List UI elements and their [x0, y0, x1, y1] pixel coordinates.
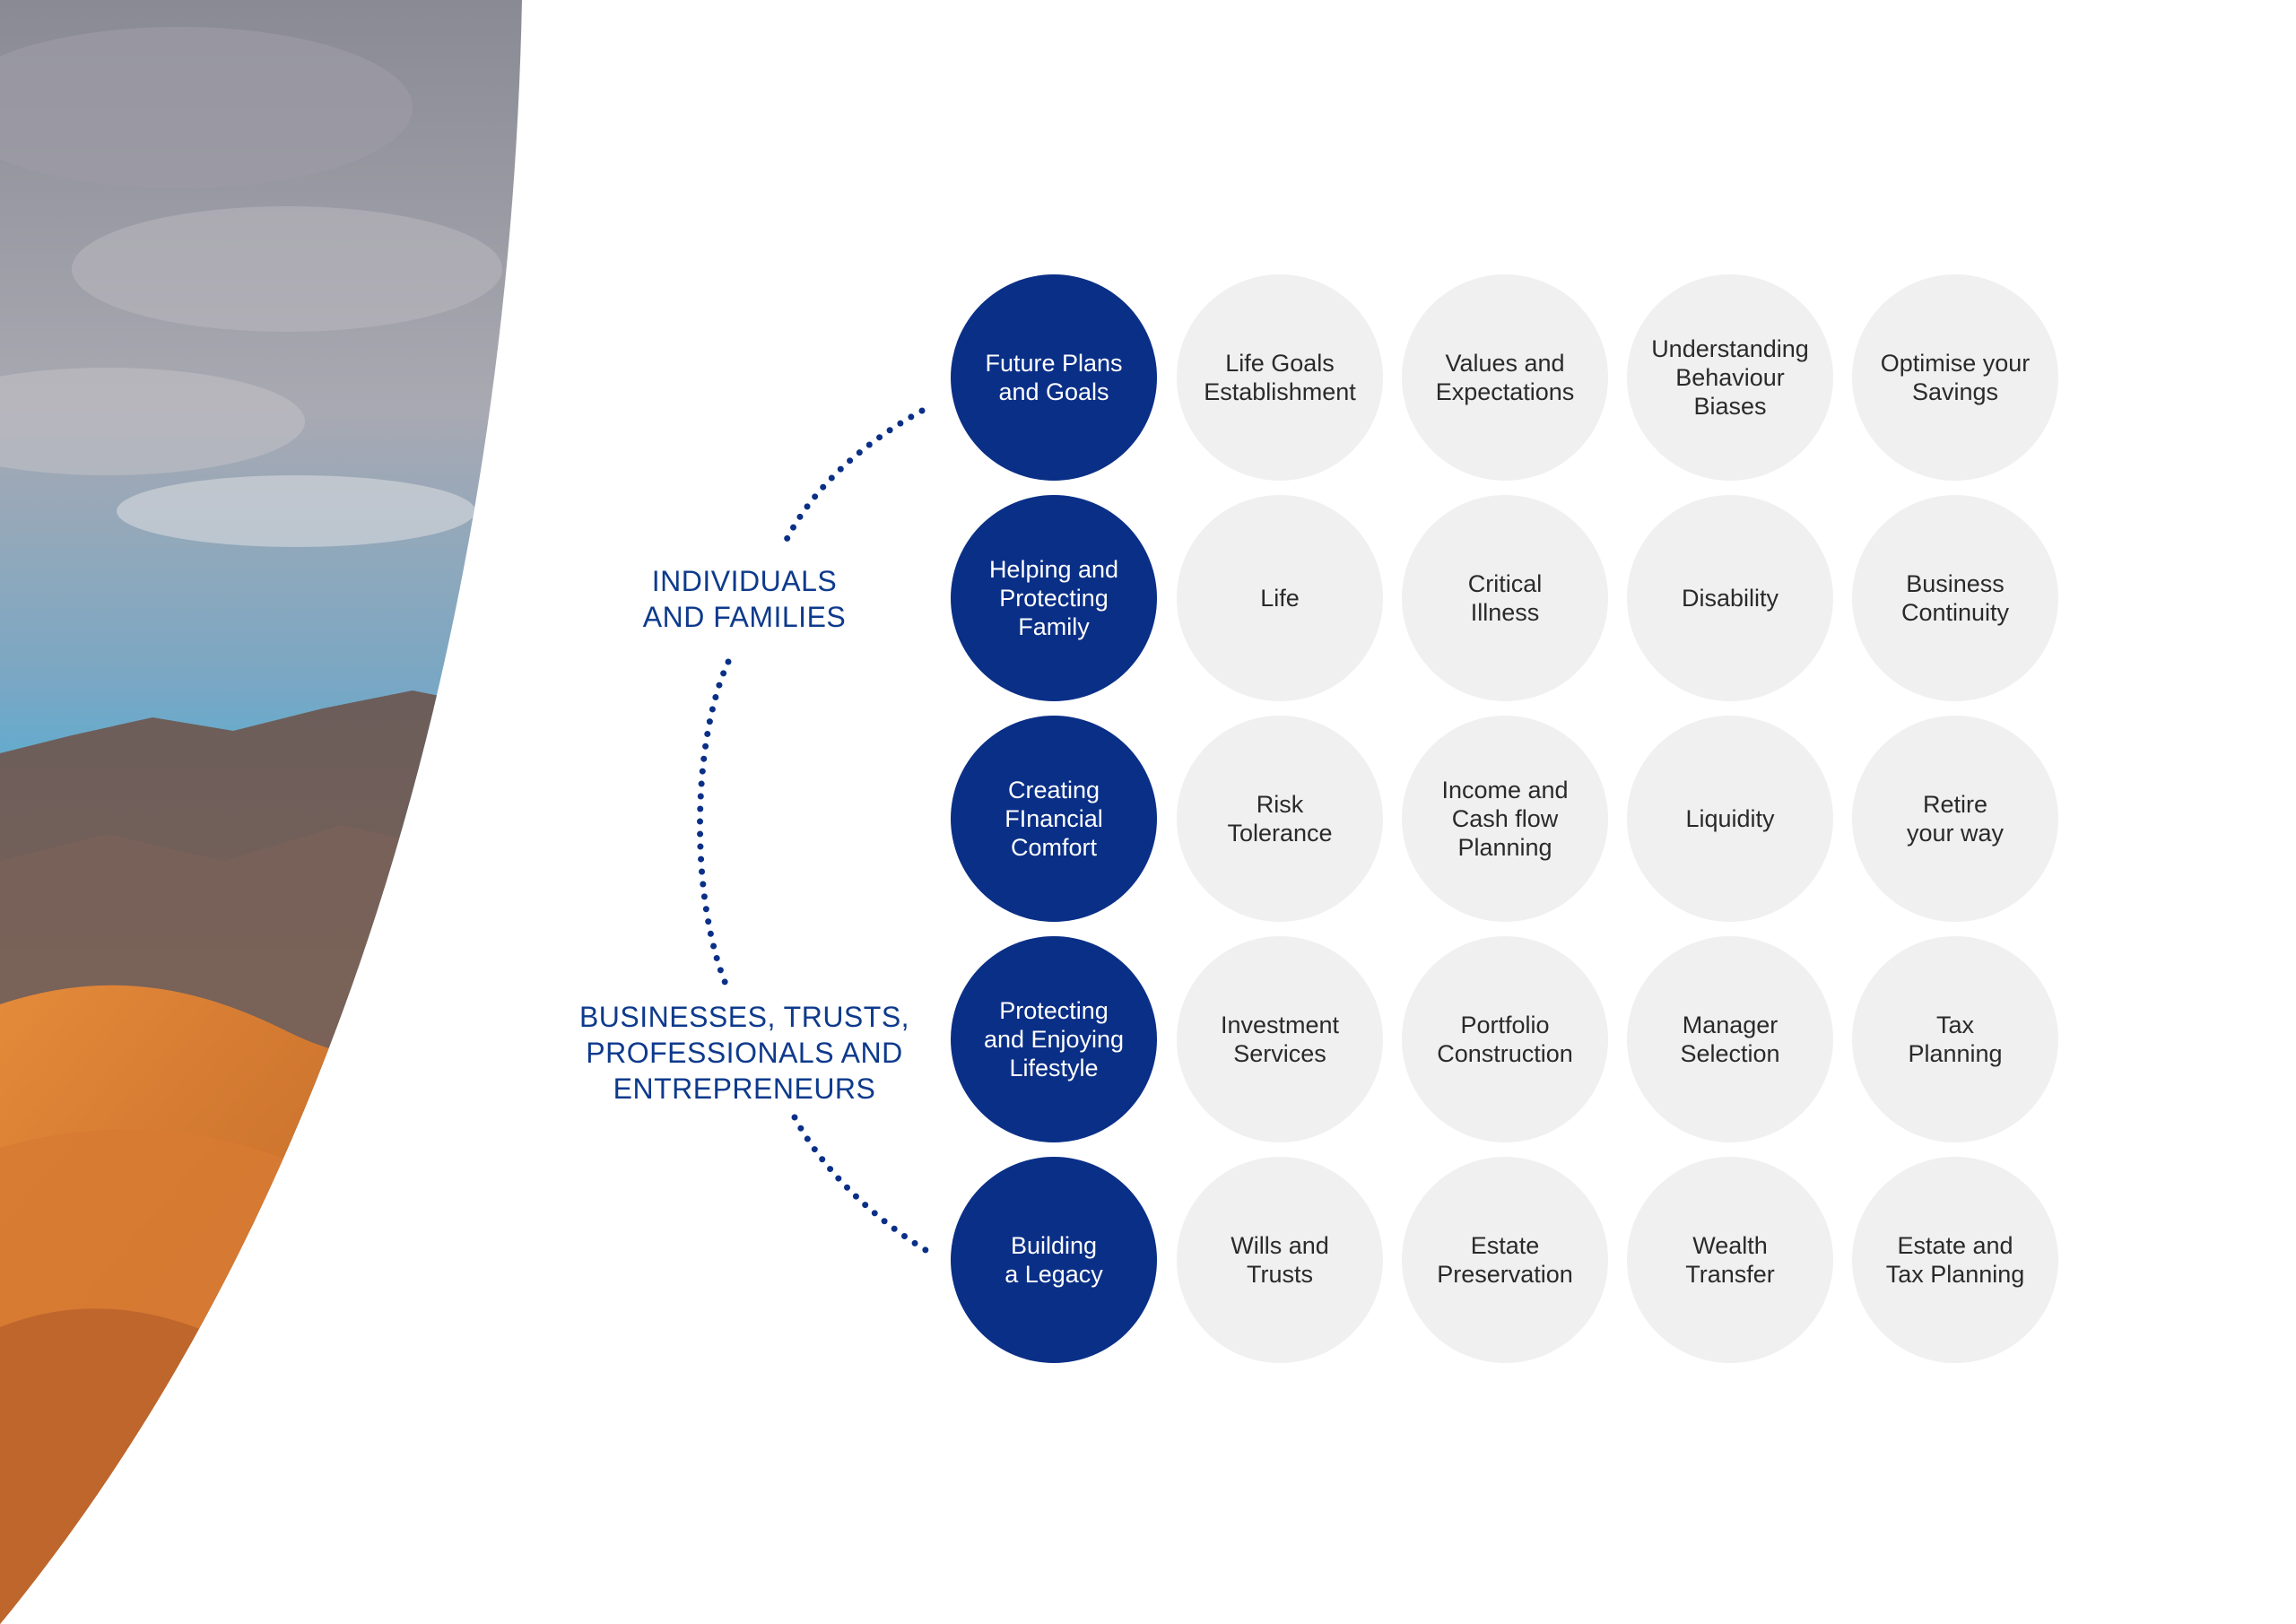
service-portfolio: Portfolio Construction [1402, 936, 1608, 1142]
service-liquidity: Liquidity [1627, 716, 1833, 922]
service-estate-tax-planning: Estate and Tax Planning [1852, 1157, 2058, 1363]
service-behaviour-biases: Understanding Behaviour Biases [1627, 274, 1833, 481]
service-risk-tolerance: Risk Tolerance [1177, 716, 1383, 922]
service-wealth-transfer: Wealth Transfer [1627, 1157, 1833, 1363]
category-financial-comfort: Creating FInancial Comfort [951, 716, 1157, 922]
service-manager-selection: Manager Selection [1627, 936, 1833, 1142]
category-protecting-family: Helping and Protecting Family [951, 495, 1157, 701]
landscape-photo [0, 0, 522, 1624]
service-investment: Investment Services [1177, 936, 1383, 1142]
service-values-expectations: Values and Expectations [1402, 274, 1608, 481]
service-cash-flow: Income and Cash flow Planning [1402, 716, 1608, 922]
service-business-continuity: Business Continuity [1852, 495, 2058, 701]
service-life-goals: Life Goals Establishment [1177, 274, 1383, 481]
service-optimise-savings: Optimise your Savings [1852, 274, 2058, 481]
group-label-individuals: INDIVIDUALS AND FAMILIES [642, 565, 847, 633]
category-legacy: Building a Legacy [951, 1157, 1157, 1363]
service-tax-planning: Tax Planning [1852, 936, 2058, 1142]
service-critical-illness: Critical Illness [1402, 495, 1608, 701]
service-retire: Retire your way [1852, 716, 2058, 922]
service-estate-preservation: Estate Preservation [1402, 1157, 1608, 1363]
category-future-plans: Future Plans and Goals [951, 274, 1157, 481]
service-wills-trusts: Wills and Trusts [1177, 1157, 1383, 1363]
category-lifestyle: Protecting and Enjoying Lifestyle [951, 936, 1157, 1142]
group-label-businesses: BUSINESSES, TRUSTS, PROFESSIONALS AND EN… [578, 1001, 910, 1105]
service-disability: Disability [1627, 495, 1833, 701]
service-life: Life [1177, 495, 1383, 701]
